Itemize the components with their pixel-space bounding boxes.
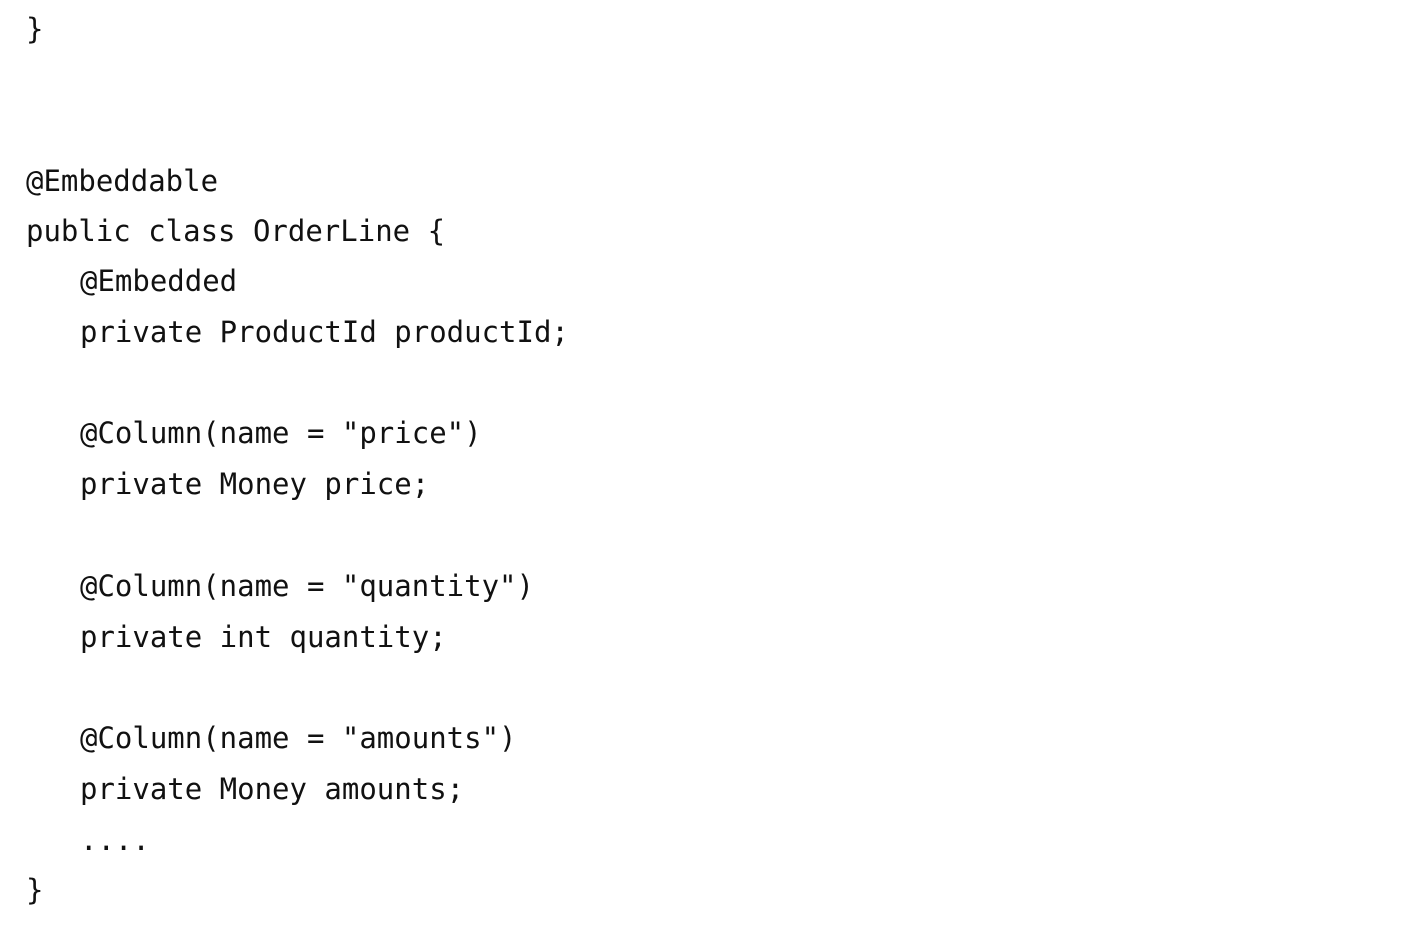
code-line-amounts-column-annotation: @Column(name = "amounts")	[80, 721, 517, 755]
code-line-price-column-annotation: @Column(name = "price")	[80, 416, 482, 450]
code-line-embeddable-annotation: @Embeddable	[26, 164, 219, 198]
code-line-embedded-annotation: @Embedded	[80, 264, 238, 298]
code-line-ellipsis: ....	[80, 823, 150, 857]
code-line-price-field: private Money price;	[80, 467, 430, 501]
code-line-class-declaration: public class OrderLine {	[26, 214, 446, 248]
code-line-quantity-field: private int quantity;	[80, 620, 447, 654]
code-line-amounts-field: private Money amounts;	[80, 772, 465, 806]
code-line-closing-brace-top: }	[26, 12, 44, 46]
code-line-productid-field: private ProductId productId;	[80, 315, 569, 349]
code-line-quantity-column-annotation: @Column(name = "quantity")	[80, 569, 534, 603]
code-line-closing-brace-bottom: }	[26, 873, 44, 907]
